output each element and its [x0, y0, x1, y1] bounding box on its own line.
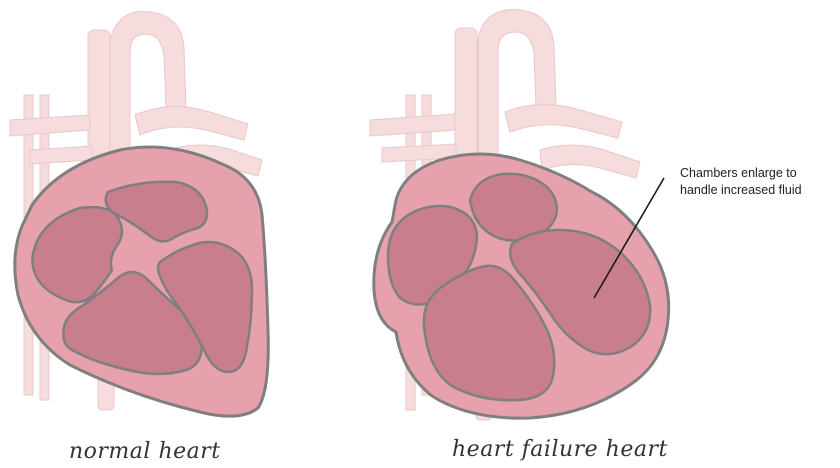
failure-heart-illustration: [370, 10, 669, 420]
failure-heart-caption: heart failure heart: [452, 437, 668, 462]
normal-heart-caption: normal heart: [69, 439, 221, 464]
normal-heart-illustration: [10, 12, 268, 417]
failure-heart-annotation-line2: handle increased fluid: [680, 183, 802, 197]
failure-heart-annotation-line1: Chambers enlarge to: [680, 166, 797, 180]
